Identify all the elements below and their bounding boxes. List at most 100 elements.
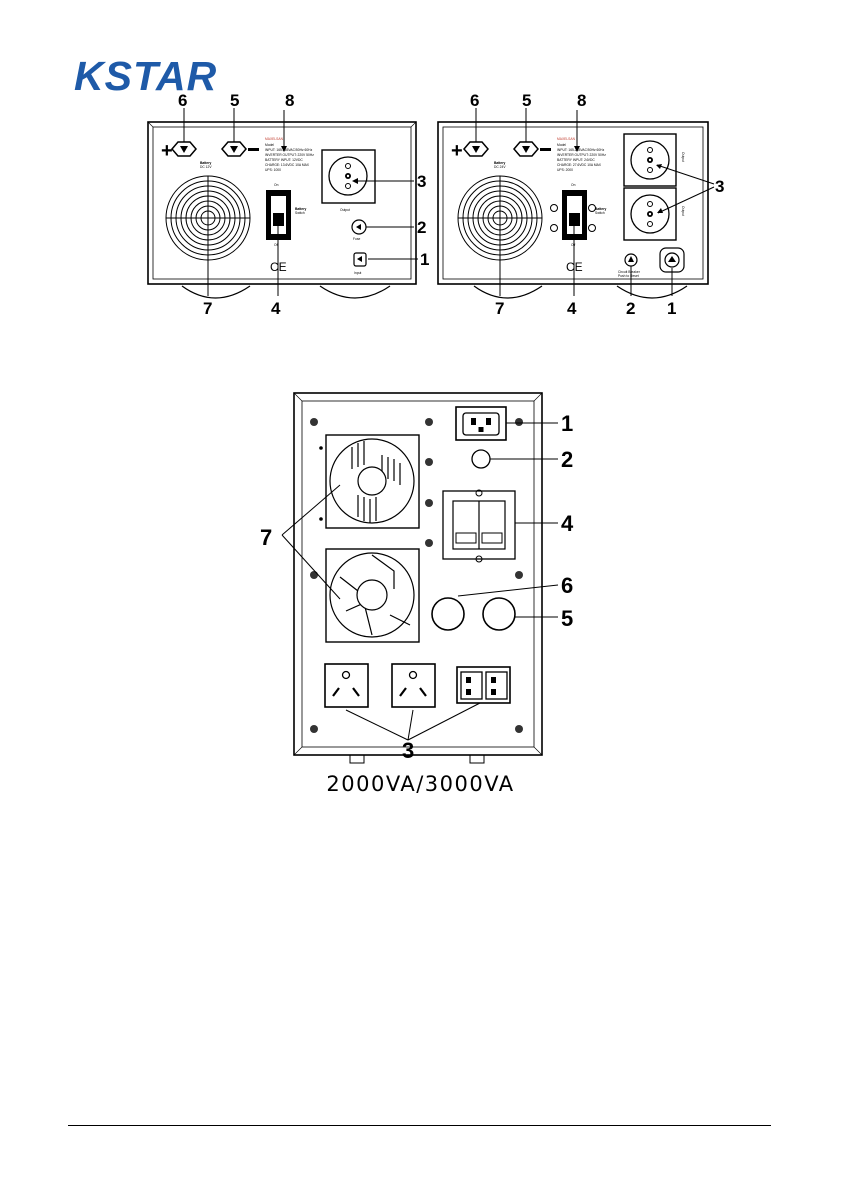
kstar-logo: KSTAR bbox=[74, 52, 246, 96]
foot bbox=[469, 754, 485, 764]
callout-2: 2 bbox=[626, 299, 635, 318]
callout-7: 7 bbox=[260, 525, 272, 550]
svg-text:On: On bbox=[571, 183, 576, 187]
tower-rear-panel-figure: 1 2 4 6 5 7 3 bbox=[260, 392, 574, 764]
chassis-inner bbox=[442, 126, 704, 280]
callout-4: 4 bbox=[567, 299, 577, 318]
battery-negative-terminal bbox=[513, 141, 551, 157]
svg-text:Off: Off bbox=[274, 243, 278, 247]
logo-text: KSTAR bbox=[74, 53, 217, 96]
cooling-fan bbox=[457, 175, 543, 261]
callout-4: 4 bbox=[271, 299, 281, 318]
svg-text:Output: Output bbox=[681, 206, 685, 216]
svg-text:INPUT: 165-285VAC/50Hz 60Hz: INPUT: 165-285VAC/50Hz 60Hz bbox=[557, 148, 605, 152]
svg-text:BATTERY INPUT: 24VDC: BATTERY INPUT: 24VDC bbox=[557, 158, 595, 162]
svg-text:INVERTER OUTPUT: 220V 50Hz: INVERTER OUTPUT: 220V 50Hz bbox=[265, 153, 314, 157]
svg-text:Model: Model bbox=[557, 143, 566, 147]
svg-text:Battery: Battery bbox=[295, 207, 307, 211]
circuit-breaker: Circuit Breaker Push to Reset bbox=[618, 253, 641, 278]
brand-text: MAXELSAN bbox=[557, 137, 576, 141]
spec-plate: Model INPUT: 165-285VAC/50Hz 60Hz INVERT… bbox=[265, 143, 314, 172]
chassis-inner bbox=[301, 400, 535, 748]
svg-text:Switch: Switch bbox=[595, 211, 605, 215]
callout-1: 1 bbox=[420, 250, 429, 269]
cooling-fan bbox=[325, 548, 420, 643]
battery-positive-terminal: + bbox=[451, 140, 489, 162]
callout-2: 2 bbox=[561, 447, 573, 472]
foot bbox=[319, 285, 391, 299]
svg-text:BATTERY INPUT: 12VDC: BATTERY INPUT: 12VDC bbox=[265, 158, 303, 162]
svg-text:Battery: Battery bbox=[595, 207, 607, 211]
universal-outlet bbox=[324, 663, 369, 708]
battery-voltage: DC 24V bbox=[494, 165, 506, 169]
ac-input-socket bbox=[455, 406, 507, 441]
figure-caption: 2000VA/3000VA bbox=[326, 772, 515, 796]
svg-text:+: + bbox=[451, 140, 463, 162]
svg-text:INVERTER OUTPUT: 220V 50Hz: INVERTER OUTPUT: 220V 50Hz bbox=[557, 153, 606, 157]
svg-text:+: + bbox=[161, 140, 173, 162]
callout-4: 4 bbox=[561, 511, 574, 536]
callout-7: 7 bbox=[495, 299, 504, 318]
screws bbox=[310, 418, 523, 733]
battery-switch bbox=[442, 489, 516, 563]
spec-plate: Model INPUT: 165-285VAC/50Hz 60Hz INVERT… bbox=[557, 143, 606, 172]
svg-text:Fuse: Fuse bbox=[353, 237, 360, 241]
battery-label: Battery bbox=[200, 161, 212, 165]
callout-6: 6 bbox=[470, 91, 479, 110]
chassis-inner bbox=[152, 126, 412, 280]
callout-5: 5 bbox=[522, 91, 531, 110]
svg-text:INPUT: 165-285VAC/50Hz 60Hz: INPUT: 165-285VAC/50Hz 60Hz bbox=[265, 148, 313, 152]
svg-text:On: On bbox=[274, 183, 279, 187]
svg-text:UPS: 2000: UPS: 2000 bbox=[557, 168, 573, 172]
battery-terminal-positive bbox=[431, 597, 465, 631]
mounting-holes bbox=[550, 204, 596, 232]
callout-6: 6 bbox=[561, 573, 573, 598]
circuit-breaker-button bbox=[471, 449, 491, 469]
svg-text:Switch: Switch bbox=[295, 211, 305, 215]
battery-terminal-negative bbox=[482, 597, 516, 631]
callout-1: 1 bbox=[667, 299, 676, 318]
callout-1: 1 bbox=[561, 411, 573, 436]
svg-text:Off: Off bbox=[571, 243, 575, 247]
callout-5: 5 bbox=[561, 606, 573, 631]
callout-7: 7 bbox=[203, 299, 212, 318]
output-socket: Output bbox=[321, 149, 376, 212]
callout-8: 8 bbox=[285, 91, 294, 110]
foot bbox=[181, 285, 251, 299]
callout-3: 3 bbox=[715, 177, 724, 196]
svg-text:Push to Reset: Push to Reset bbox=[618, 274, 639, 278]
svg-text:Circuit Breaker: Circuit Breaker bbox=[618, 270, 641, 274]
input-socket bbox=[659, 247, 685, 273]
svg-text:CHARGE: 27.6VDC 10A MAX: CHARGE: 27.6VDC 10A MAX bbox=[557, 163, 602, 167]
battery-voltage: DC 12V bbox=[200, 165, 212, 169]
foot bbox=[473, 285, 543, 299]
svg-text:Output: Output bbox=[340, 208, 350, 212]
svg-text:UPS: 1000: UPS: 1000 bbox=[265, 168, 281, 172]
input-socket: Input bbox=[353, 252, 367, 275]
top-right-panel-figure: + Battery DC 24V MAXELSAN Model INPUT: 1… bbox=[437, 91, 724, 318]
callout-2: 2 bbox=[417, 218, 426, 237]
logo-graphic: KSTAR bbox=[74, 53, 217, 96]
brand-text: MAXELSAN bbox=[265, 137, 284, 141]
callout-5: 5 bbox=[230, 91, 239, 110]
top-left-panel-figure: + Battery DC 12V MAXELSAN Model INPUT: 1… bbox=[147, 91, 429, 318]
cooling-fan bbox=[165, 175, 251, 261]
footer-rule bbox=[68, 1125, 771, 1126]
svg-text:Output: Output bbox=[681, 152, 685, 162]
fuse: Fuse bbox=[351, 219, 367, 241]
output-socket: Output bbox=[623, 133, 685, 187]
foot bbox=[349, 754, 365, 764]
callout-3: 3 bbox=[417, 172, 426, 191]
iec-outlets bbox=[456, 666, 511, 704]
callout-6: 6 bbox=[178, 91, 187, 110]
foot bbox=[616, 285, 688, 299]
svg-text:Model: Model bbox=[265, 143, 274, 147]
svg-text:CHARGE: 13.6VDC 10A MAX: CHARGE: 13.6VDC 10A MAX bbox=[265, 163, 310, 167]
callout-8: 8 bbox=[577, 91, 586, 110]
battery-negative-terminal bbox=[221, 141, 259, 157]
battery-label: Battery bbox=[494, 161, 506, 165]
output-socket: Output bbox=[623, 187, 685, 241]
universal-outlet bbox=[391, 663, 436, 708]
cooling-fan bbox=[325, 434, 420, 529]
callout-3: 3 bbox=[402, 738, 414, 763]
